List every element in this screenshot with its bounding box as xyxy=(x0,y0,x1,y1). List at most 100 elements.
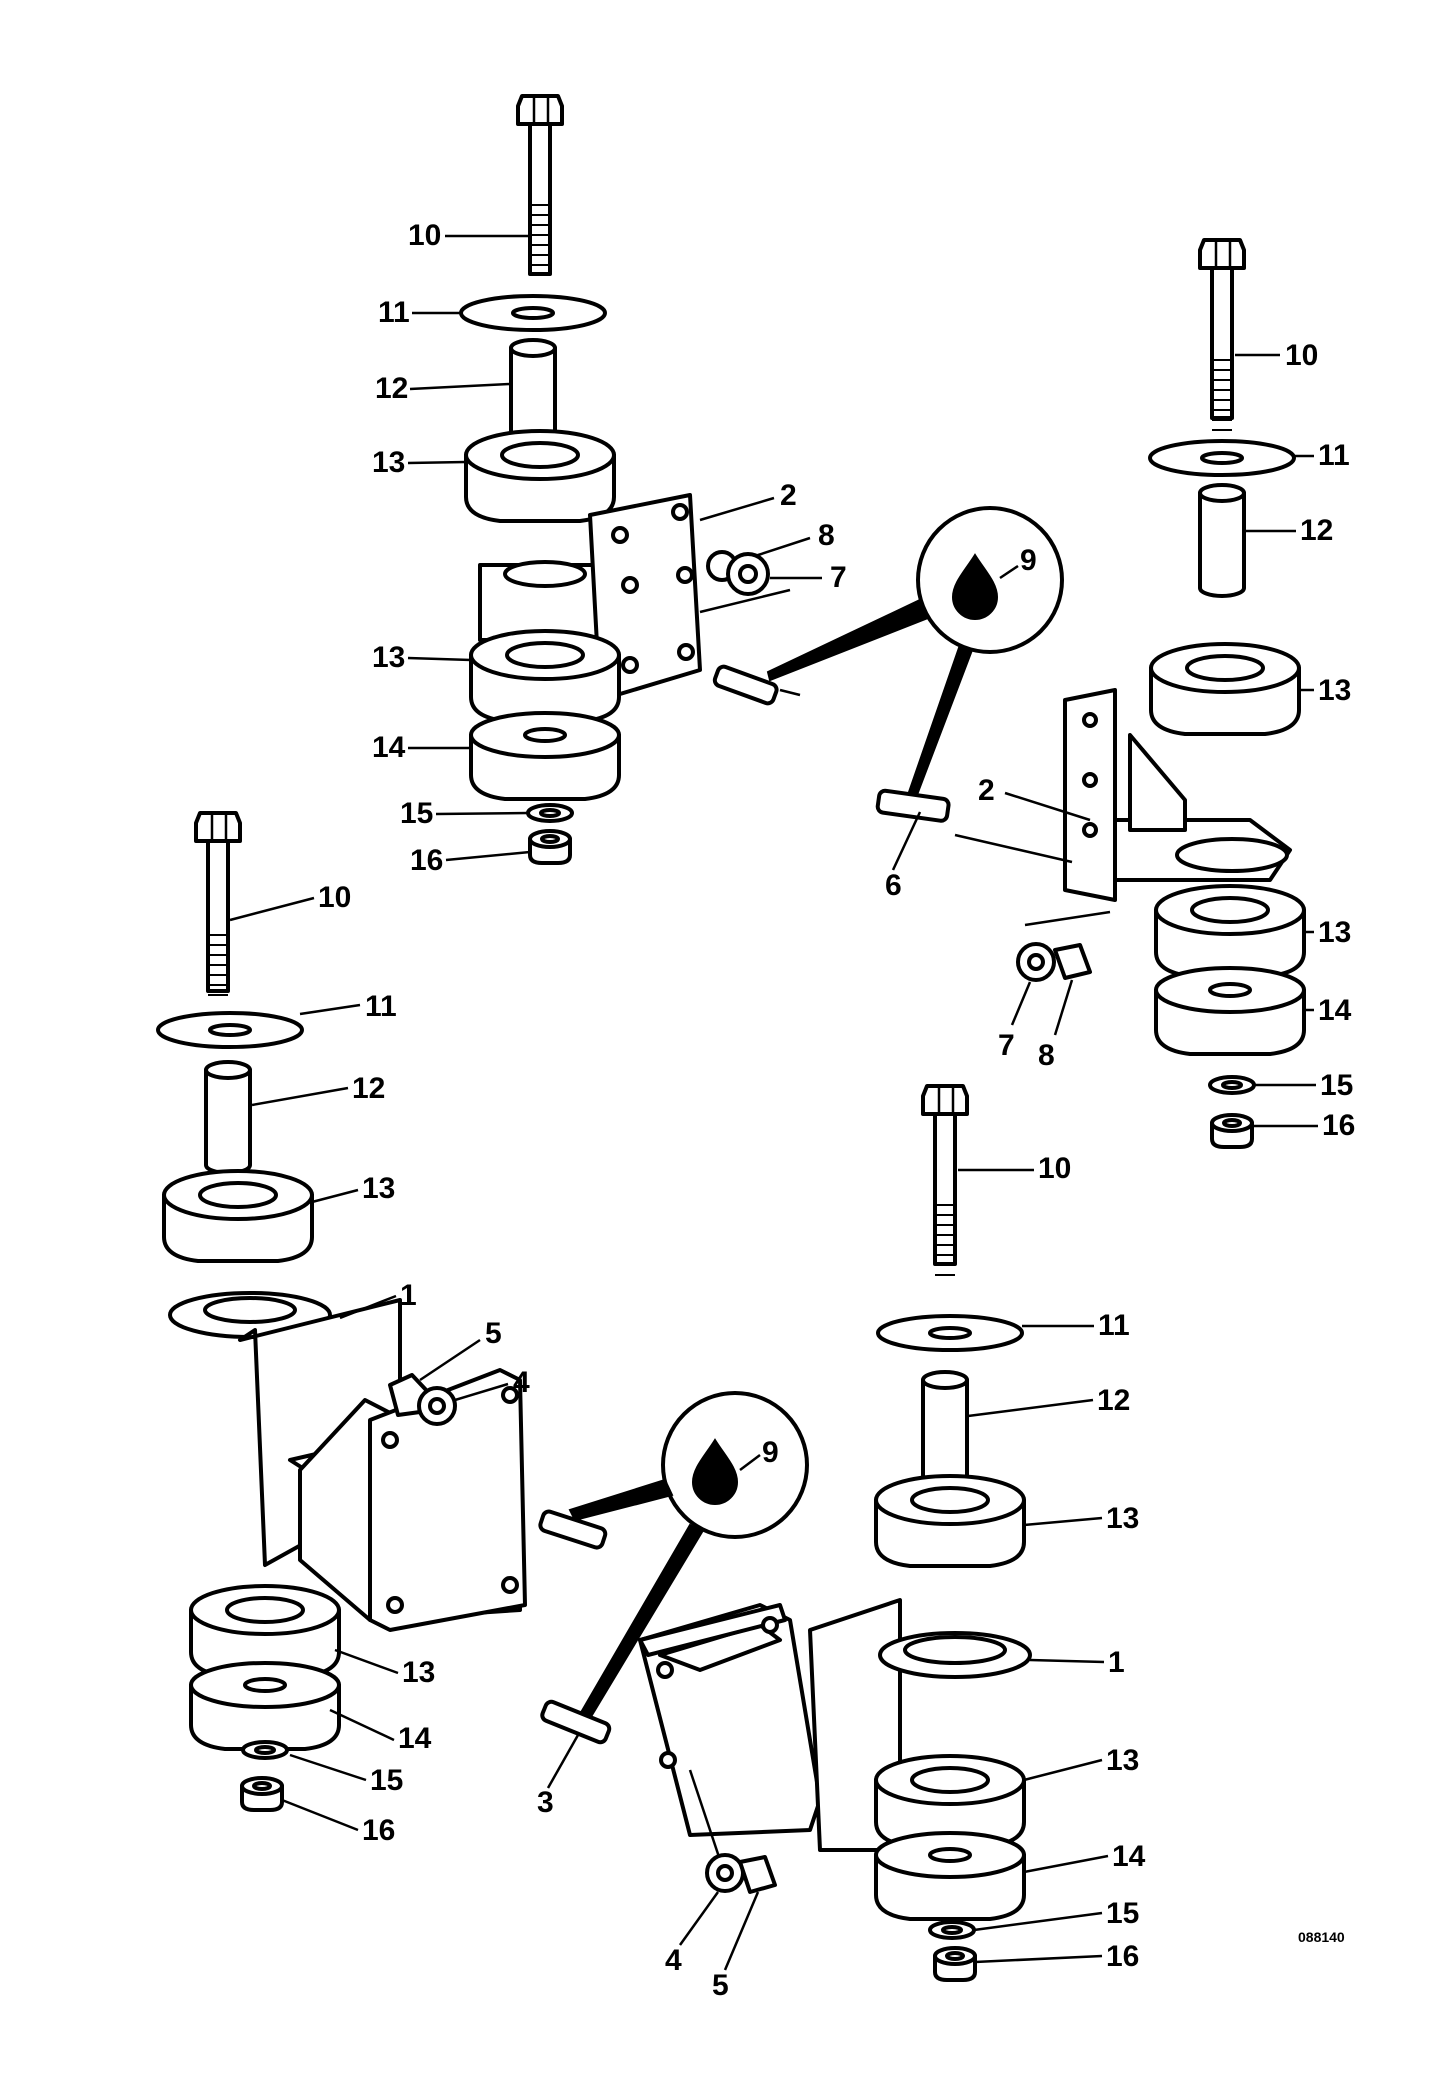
bolt xyxy=(1198,238,1246,420)
svg-text:5: 5 xyxy=(485,1317,502,1350)
lock-nut xyxy=(933,1946,977,1982)
label-spring-washer: 4 xyxy=(454,1366,530,1402)
label-washer: 11 xyxy=(299,990,397,1023)
upper-rubber-mount xyxy=(162,1169,314,1263)
label-bracket: 1 xyxy=(339,1279,417,1320)
label-bracket: 1 xyxy=(1029,1646,1125,1679)
fastener-leader-lower xyxy=(1024,910,1111,927)
label-upper-rubber: 13 xyxy=(1299,674,1351,707)
label-nut: 8 xyxy=(754,519,835,558)
small-washer xyxy=(928,1920,976,1940)
label-lock-nut: 16 xyxy=(974,1940,1139,1973)
svg-text:11: 11 xyxy=(1098,1309,1130,1342)
lower-cushion xyxy=(469,711,621,801)
lower-cushion xyxy=(1154,966,1306,1056)
reference-code: 088140 xyxy=(1298,1929,1345,1945)
bolt-thread xyxy=(208,934,228,996)
nut-washer-pair xyxy=(705,1853,777,1894)
label-sleeve: 12 xyxy=(375,372,511,405)
svg-text:11: 11 xyxy=(365,990,397,1023)
label-nut: 5 xyxy=(712,1891,760,2002)
bracket xyxy=(168,1291,527,1632)
flat-washer xyxy=(876,1314,1024,1352)
label-small-washer: 15 xyxy=(973,1897,1139,1932)
bolt-thread xyxy=(935,1204,955,1276)
svg-text:2: 2 xyxy=(780,479,797,512)
svg-text:16: 16 xyxy=(1322,1109,1355,1142)
mount-top-right: 10 11 12 13 2 13 14 15 xyxy=(954,238,1355,1149)
svg-text:13: 13 xyxy=(1318,674,1351,707)
svg-text:8: 8 xyxy=(1038,1039,1055,1072)
upper-rubber-mount xyxy=(464,429,616,523)
nut-washer-pair xyxy=(1016,942,1092,982)
lower-cushion xyxy=(874,1831,1026,1921)
label-small-washer: 15 xyxy=(289,1753,403,1797)
upper-rubber-mount xyxy=(874,1474,1026,1568)
label-lower-rubber: 13 xyxy=(1304,916,1351,949)
svg-text:13: 13 xyxy=(1106,1502,1139,1535)
svg-text:14: 14 xyxy=(398,1722,432,1755)
label-small-washer: 15 xyxy=(400,797,529,830)
label-washer: 11 xyxy=(1294,439,1350,472)
lower-cushion xyxy=(189,1661,341,1751)
svg-text:8: 8 xyxy=(818,519,835,552)
label-spring-washer: 7 xyxy=(998,981,1032,1062)
svg-text:9: 9 xyxy=(762,1436,779,1469)
label-upper-rubber: 13 xyxy=(311,1172,395,1205)
svg-text:15: 15 xyxy=(400,797,433,830)
sealant-callout-bottom: 9 xyxy=(568,1391,809,1737)
sealant-callout-top: 9 xyxy=(766,506,1064,802)
svg-text:13: 13 xyxy=(1106,1744,1139,1777)
svg-text:15: 15 xyxy=(1106,1897,1139,1930)
svg-text:10: 10 xyxy=(1285,339,1318,372)
label-bracket: 2 xyxy=(699,479,797,522)
mount-bottom-right: 10 11 12 13 1 13 14 15 xyxy=(638,1084,1146,2002)
svg-text:4: 4 xyxy=(665,1944,682,1977)
svg-text:10: 10 xyxy=(1038,1152,1071,1185)
label-lower-cushion: 14 xyxy=(1023,1840,1146,1874)
lower-rubber-mount xyxy=(469,629,621,723)
upper-rubber-mount xyxy=(1149,642,1301,736)
svg-text:5: 5 xyxy=(712,1969,729,2002)
label-bolt: 10 xyxy=(408,219,528,252)
svg-text:16: 16 xyxy=(362,1814,395,1847)
lock-nut xyxy=(240,1776,284,1812)
svg-text:1: 1 xyxy=(400,1279,417,1312)
svg-text:13: 13 xyxy=(372,641,405,674)
label-lower-cushion: 14 xyxy=(1304,994,1352,1027)
mount-bottom-left: 10 11 12 13 1 5 4 13 xyxy=(156,811,608,1847)
bolt-thread xyxy=(530,204,550,276)
bolt xyxy=(516,94,564,276)
nut-washer-pair xyxy=(388,1373,457,1426)
fastener-leader xyxy=(699,588,791,614)
svg-text:10: 10 xyxy=(408,219,441,252)
svg-text:13: 13 xyxy=(1318,916,1351,949)
svg-text:1: 1 xyxy=(1108,1646,1125,1679)
svg-text:15: 15 xyxy=(370,1764,403,1797)
svg-text:13: 13 xyxy=(372,446,405,479)
svg-text:16: 16 xyxy=(410,844,443,877)
lower-rubber-mount xyxy=(1154,884,1306,978)
svg-text:2: 2 xyxy=(978,774,995,807)
small-washer xyxy=(241,1740,289,1760)
label-lower-rubber: 13 xyxy=(372,641,472,674)
fastener-leader xyxy=(954,833,1073,864)
svg-text:12: 12 xyxy=(375,372,408,405)
label-sleeve: 12 xyxy=(251,1072,385,1107)
svg-text:12: 12 xyxy=(352,1072,385,1105)
svg-text:11: 11 xyxy=(378,296,410,329)
label-lower-cushion: 14 xyxy=(372,731,471,764)
label-lock-nut: 16 xyxy=(1254,1109,1355,1142)
spacer-sleeve xyxy=(204,1060,252,1175)
lock-nut xyxy=(1210,1113,1254,1149)
svg-text:13: 13 xyxy=(402,1656,435,1689)
flat-washer xyxy=(459,294,607,332)
svg-text:4: 4 xyxy=(513,1366,530,1399)
spacer-sleeve xyxy=(1198,483,1246,598)
stud-6: 6 xyxy=(875,788,951,902)
label-bolt: 10 xyxy=(1235,339,1318,372)
label-lock-nut: 16 xyxy=(281,1798,395,1847)
label-sleeve: 12 xyxy=(1245,514,1333,547)
stud-3: 3 xyxy=(537,1699,612,1819)
